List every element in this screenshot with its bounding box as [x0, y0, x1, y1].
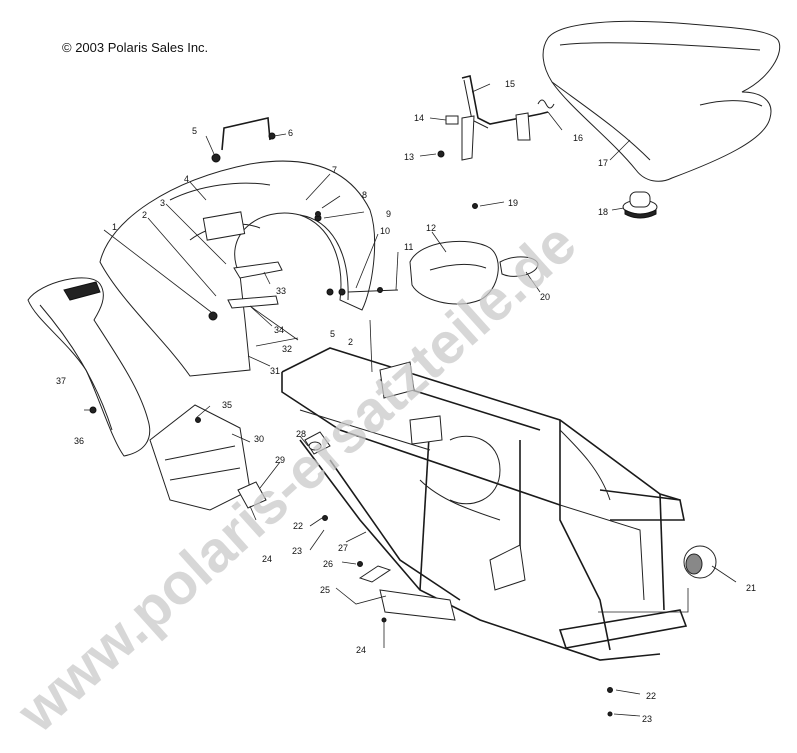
part-label-21: 21: [746, 583, 756, 593]
part-label-17: 17: [598, 158, 608, 168]
storage-lid-part: [409, 240, 539, 305]
seat-bumper-part: [622, 191, 658, 219]
part-label-37: 37: [56, 376, 66, 386]
part-label-5b: 5: [330, 329, 335, 339]
part-label-24: 24: [262, 554, 272, 564]
part-number-labels: 5 6 4 7 8 9 1 2 3 10 11 12 13 14 15 16 1…: [56, 79, 756, 724]
main-frame-part: [281, 347, 688, 661]
part-label-30: 30: [254, 434, 264, 444]
part-label-5: 5: [192, 126, 197, 136]
part-label-2b: 2: [348, 337, 353, 347]
grab-bar-part: [211, 117, 276, 163]
part-label-35: 35: [222, 400, 232, 410]
part-label-20: 20: [540, 292, 550, 302]
part-label-36: 36: [74, 436, 84, 446]
leader-lines: [84, 83, 737, 717]
part-label-23b: 23: [642, 714, 652, 724]
part-label-8: 8: [362, 190, 367, 200]
part-label-25: 25: [320, 585, 330, 595]
part-label-32: 32: [282, 344, 292, 354]
part-label-4: 4: [184, 174, 189, 184]
spacer-part: [683, 545, 717, 579]
part-label-33: 33: [276, 286, 286, 296]
fastener-set: [315, 203, 478, 296]
part-label-18: 18: [598, 207, 608, 217]
part-label-14: 14: [414, 113, 424, 123]
part-label-24b: 24: [356, 645, 366, 655]
mount-bracket-part: [237, 431, 613, 717]
part-label-1: 1: [112, 222, 117, 232]
part-label-6: 6: [288, 128, 293, 138]
footwell-part: [149, 404, 251, 511]
part-label-27: 27: [338, 543, 348, 553]
part-label-7: 7: [332, 165, 337, 175]
part-label-15: 15: [505, 79, 515, 89]
part-label-31: 31: [270, 366, 280, 376]
part-label-23: 23: [292, 546, 302, 556]
part-label-34: 34: [274, 325, 284, 335]
copyright-text: © 2003 Polaris Sales Inc.: [62, 40, 209, 55]
part-label-2: 2: [142, 210, 147, 220]
part-label-29: 29: [275, 455, 285, 465]
seat-part: [542, 20, 781, 182]
part-label-13: 13: [404, 152, 414, 162]
part-label-11: 11: [404, 242, 413, 252]
part-label-19: 19: [508, 198, 518, 208]
part-label-16: 16: [573, 133, 583, 143]
part-label-9: 9: [386, 209, 391, 219]
part-label-10: 10: [380, 226, 390, 236]
part-label-3: 3: [160, 198, 165, 208]
part-label-26: 26: [323, 559, 333, 569]
seat-latch-part: [437, 75, 555, 161]
part-label-28: 28: [296, 429, 306, 439]
part-label-22b: 22: [646, 691, 656, 701]
fender-bracket-part: [227, 261, 283, 309]
part-label-22: 22: [293, 521, 303, 531]
side-panel-part: [27, 277, 151, 457]
part-label-12: 12: [426, 223, 436, 233]
